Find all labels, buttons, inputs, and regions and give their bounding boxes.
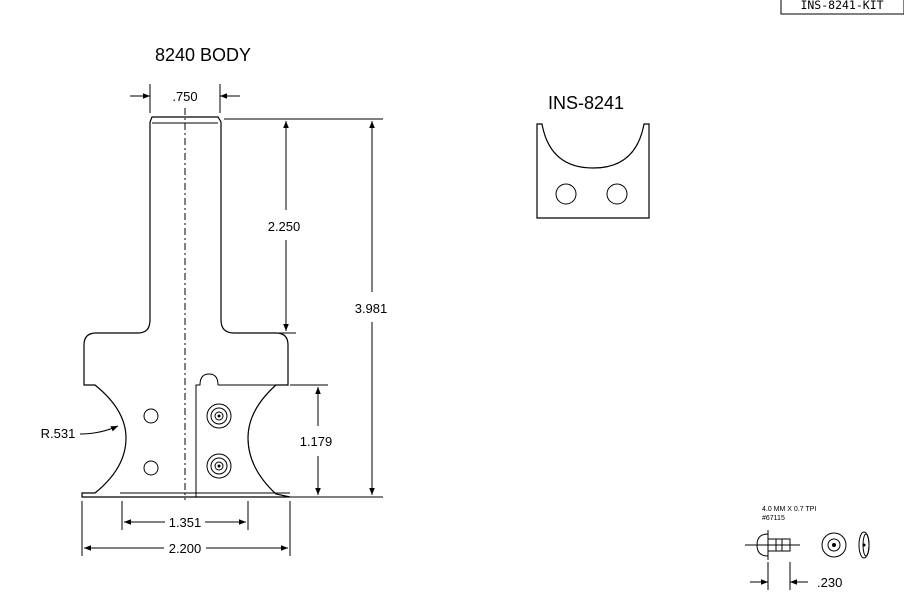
dim-leader [79,425,119,435]
insert-view: INS-8241 [536,93,650,219]
insert-screw-lower [206,453,232,479]
screw-angled-view [858,531,870,559]
dim-inner-width: 1.351 [169,515,202,530]
dim-overall-length: 3.981 [355,301,388,316]
dim-radius: R.531 [41,426,76,441]
screw-head-side [756,533,769,557]
part-number-frame [780,0,904,15]
insert-hole-left [555,183,577,205]
screw-part-number: #67115 [762,515,785,522]
dim-shank-width: .750 [172,89,197,104]
mount-hole-upper [143,408,159,424]
dim-screw-length: .230 [817,575,842,590]
insert-screw-upper [206,403,232,429]
body-view: 8240 BODY .750 [41,45,388,556]
body-title: 8240 BODY [155,45,251,65]
mount-hole-lower [143,460,159,476]
part-number-box: INS-8241-KIT [780,0,904,15]
dim-cutter-height: 1.179 [300,434,333,449]
screw-top-view [821,532,847,558]
dim-overall-width: 2.200 [169,541,202,556]
insert-outline [536,123,650,219]
screw-detail: 4.0 MM X 0.7 TPI #67115 .230 [745,506,870,590]
part-number-label: INS-8241-KIT [800,0,883,12]
body-outline [81,116,291,498]
dim-shank-length: 2.250 [268,219,301,234]
screw-spec: 4.0 MM X 0.7 TPI [762,506,816,513]
insert-pocket [195,373,219,497]
insert-hole-right [606,183,628,205]
insert-title: INS-8241 [548,93,624,113]
